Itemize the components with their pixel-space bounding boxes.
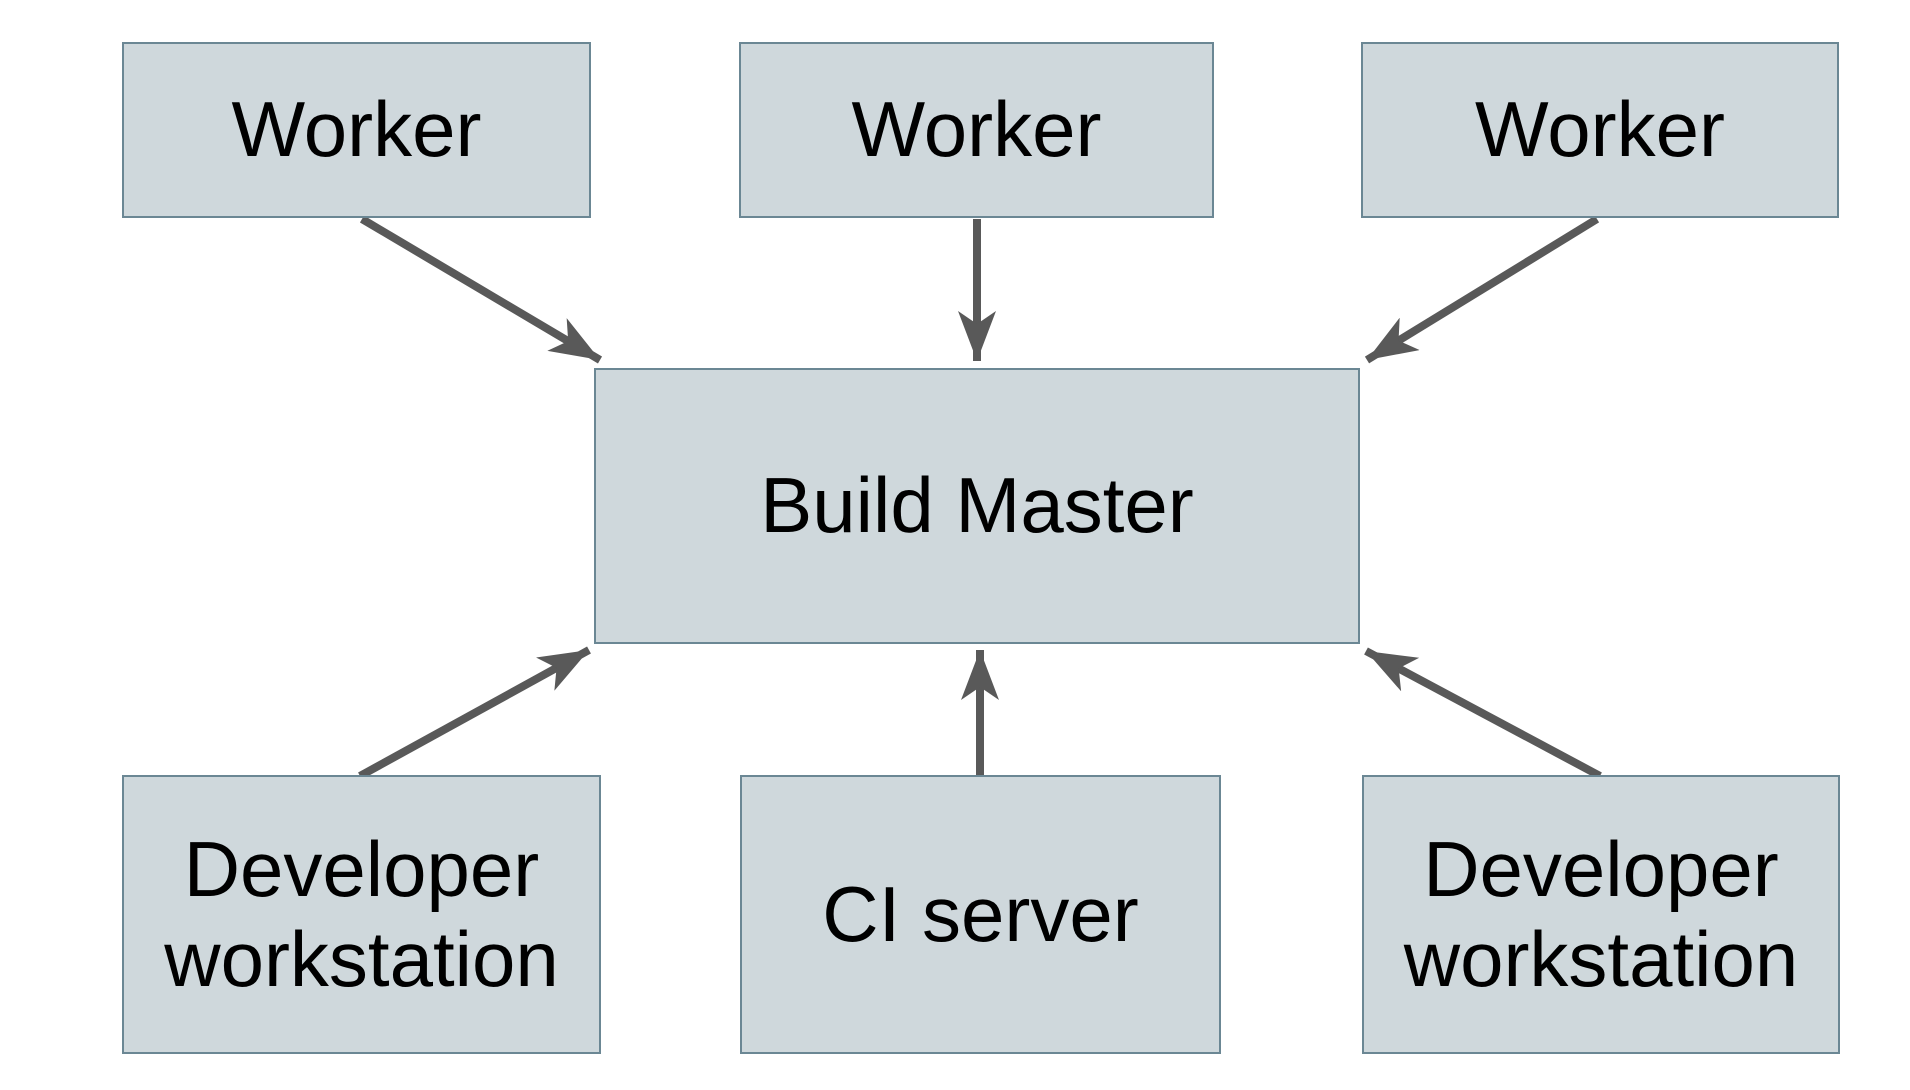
edge-worker3-to-build-master [1364, 215, 1600, 364]
node-worker-3-label: Worker [1475, 85, 1725, 174]
node-developer-workstation-2: Developer workstation [1362, 775, 1840, 1054]
node-developer-workstation-1: Developer workstation [122, 775, 601, 1054]
node-developer-workstation-1-label: Developer workstation [164, 824, 559, 1003]
edge-devworkstation2-to-build-master [1364, 647, 1602, 780]
node-ci-server: CI server [740, 775, 1221, 1054]
node-ci-server-label: CI server [822, 869, 1139, 958]
node-worker-3: Worker [1361, 42, 1839, 218]
node-build-master: Build Master [594, 368, 1360, 644]
edge-devworkstation1-to-build-master [358, 646, 591, 780]
node-build-master-label: Build Master [760, 461, 1194, 550]
node-worker-2-label: Worker [851, 85, 1102, 174]
node-worker-2: Worker [739, 42, 1214, 218]
node-worker-1-label: Worker [231, 85, 482, 174]
node-worker-1: Worker [122, 42, 591, 218]
edge-worker1-to-build-master [359, 215, 603, 364]
node-developer-workstation-2-label: Developer workstation [1403, 824, 1799, 1003]
